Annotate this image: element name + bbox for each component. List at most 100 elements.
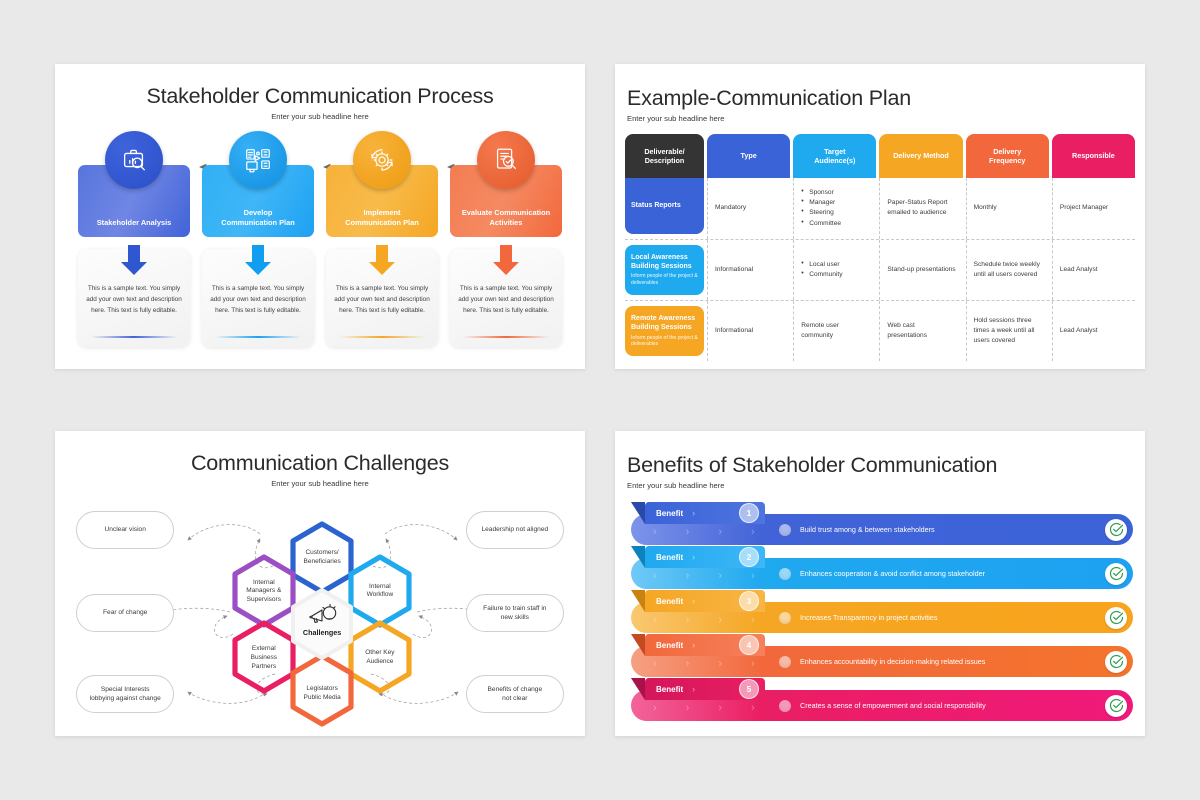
down-arrow-icon [202,243,314,277]
deliverable-tag: Status Reports [625,178,704,234]
deliverable-subtitle: Inform people of the project & deliverab… [631,273,698,286]
table-header-row: Deliverable/ Description Type Target Aud… [625,134,1136,178]
table-header-cell: Responsible [1051,134,1136,178]
down-arrow-icon [450,243,562,277]
table-cell-method: Web cast presentations [879,301,962,362]
process-step-description: This is a sample text. You simply add yo… [334,285,430,315]
down-arrow-icon [78,243,190,277]
bullet-dot-icon [779,611,791,624]
briefcase-chart-magnifier-icon [105,131,163,189]
process-step-label: Implement Communication Plan [345,208,419,228]
table-cell-type: Informational [707,239,790,301]
slide-stakeholder-communication-process[interactable]: Stakeholder Communication Process Enter … [55,64,585,369]
table-cell-audience: Remote user community [793,301,876,362]
deliverable-title: Status Reports [631,201,681,209]
process-step-description-card: This is a sample text. You simply add yo… [450,249,562,347]
pill-unclear-vision[interactable]: Unclear vision [76,511,175,549]
slide-example-communication-plan[interactable]: Example-Communication Plan Enter your su… [615,64,1145,369]
benefit-tab-label: Benefit [656,508,684,518]
accent-bar [463,336,549,338]
table-cell-frequency: Monthly [965,178,1049,239]
benefit-tab-label: Benefit [656,684,684,694]
audience-item: Sponsor [801,187,841,198]
benefit-bar[interactable]: Creates a sense of empowerment and socia… [631,690,1133,721]
check-circle-icon [1105,518,1127,541]
audience-item: Community [801,269,842,280]
check-circle-icon [1105,650,1127,673]
process-step[interactable]: Develop Communication Plan This is a sam… [202,131,314,347]
plan-megaphone-icon [229,131,287,189]
deliverable-title: Local Awareness Building Sessions [631,253,692,270]
gear-cycle-icon [353,131,411,189]
pill-fear-of-change[interactable]: Fear of change [76,594,175,632]
page-title: Communication Challenges [190,451,450,475]
chevron-right-icon: › [692,684,696,694]
slide-communication-challenges[interactable]: Communication Challenges Enter your sub … [55,431,585,736]
process-step-card[interactable]: Develop Communication Plan [202,131,314,237]
page-title: Stakeholder Communication Process [146,84,494,108]
slide3-header: Communication Challenges Enter your sub … [55,431,585,488]
benefit-text: Enhances cooperation & avoid conflict am… [800,569,985,578]
check-circle-icon [1105,606,1127,629]
process-step[interactable]: Stakeholder Analysis This is a sample te… [78,131,190,347]
table-header-cell: Deliverable/ Description [625,134,704,178]
process-step-description: This is a sample text. You simply add yo… [210,285,306,315]
benefit-text: Increases Transparency in project activi… [800,613,938,622]
benefit-text: Creates a sense of empowerment and socia… [800,701,986,710]
table-cell-frequency: Hold sessions three times a week until a… [965,301,1049,362]
table-cell-method: Stand-up presentations [879,239,962,301]
pill-leadership-not-aligned[interactable]: Leadership not aligned [465,511,564,549]
audience-item: Committee [801,218,841,229]
challenges-svg [162,521,484,727]
chevron-right-icon: › [692,552,696,562]
accent-bar [91,336,177,338]
process-step-description: This is a sample text. You simply add yo… [458,285,554,315]
benefit-tab: Benefit › 4 [631,634,765,656]
process-step-card[interactable]: Stakeholder Analysis [78,131,190,237]
benefit-number: 5 [739,679,759,699]
table-cell-frequency: Schedule twice weekly until all users co… [965,239,1049,301]
pill-benefits-not-clear[interactable]: Benefits of change not clear [465,675,564,713]
document-check-magnifier-icon [477,131,535,189]
deliverable-tag: Remote Awareness Building Sessions Infor… [625,306,704,357]
process-step-card[interactable]: Evaluate Communication Activities [450,131,562,237]
process-step-label: Develop Communication Plan [221,208,295,228]
table-cell-responsible: Lead Analyst [1051,301,1135,362]
slide4-header: Benefits of Stakeholder Communication En… [615,431,1145,490]
benefit-tab-label: Benefit [656,552,684,562]
slide-benefits-of-stakeholder-communication[interactable]: Benefits of Stakeholder Communication En… [615,431,1145,736]
table-header-cell: Delivery Frequency [965,134,1049,178]
benefit-row[interactable]: Increases Transparency in project activi… [623,590,1133,633]
benefit-row[interactable]: Creates a sense of empowerment and socia… [623,678,1133,721]
chevron-right-icon: › [692,640,696,650]
deliverable-title: Remote Awareness Building Sessions [631,315,696,331]
page-title: Benefits of Stakeholder Communication [627,453,998,477]
table-cell-method: Paper-Status Report emailed to audience [879,178,962,239]
audience-item: Local user [801,259,842,270]
process-step-card[interactable]: Implement Communication Plan [326,131,438,237]
table-row[interactable]: Local Awareness Building Sessions Inform… [625,239,1135,302]
process-step[interactable]: Evaluate Communication Activities This i… [450,131,562,347]
bullet-dot-icon [779,567,791,580]
benefit-number: 4 [739,635,759,655]
process-step[interactable]: Implement Communication Plan This is a s… [326,131,438,347]
benefits-list: Build trust among & between stakeholders… [623,502,1133,721]
benefit-row[interactable]: Enhances accountability in decision-maki… [623,634,1133,677]
slide2-header: Example-Communication Plan Enter your su… [615,64,1145,123]
check-circle-icon [1105,562,1127,585]
table-cell-type: Informational [707,301,790,362]
process-step-description: This is a sample text. You simply add yo… [86,285,182,315]
page-subtitle: Enter your sub headline here [627,481,725,490]
pill-failure-to-train[interactable]: Failure to train staff in new skills [465,594,564,632]
benefit-tab: Benefit › 1 [631,502,765,524]
process-diagram: Stakeholder Analysis This is a sample te… [55,131,585,361]
process-step-label: Evaluate Communication Activities [461,208,551,228]
pill-special-interests[interactable]: Special Interests lobbying against chang… [76,675,175,713]
table-row[interactable]: Remote Awareness Building Sessions Infor… [625,301,1135,362]
table-cell-responsible: Project Manager [1051,178,1135,239]
benefit-row[interactable]: Enhances cooperation & avoid conflict am… [623,546,1133,589]
benefit-row[interactable]: Build trust among & between stakeholders… [623,502,1133,545]
table-row[interactable]: Status Reports Mandatory Sponsor Manager… [625,178,1135,240]
benefit-number: 1 [739,503,759,523]
benefit-text: Enhances accountability in decision-maki… [800,657,986,666]
